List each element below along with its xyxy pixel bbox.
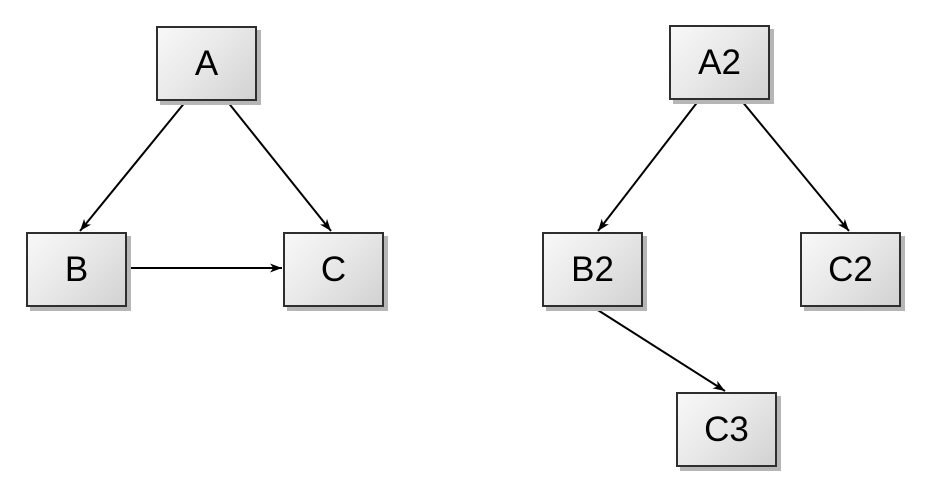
node-C[interactable]: C xyxy=(283,232,384,307)
node-C3[interactable]: C3 xyxy=(676,392,777,467)
node-C2[interactable]: C2 xyxy=(800,232,901,307)
edge-B2-C3[interactable] xyxy=(592,306,726,392)
node-B[interactable]: B xyxy=(26,232,127,307)
node-B2[interactable]: B2 xyxy=(542,232,643,307)
node-A2[interactable]: A2 xyxy=(669,25,770,100)
node-A[interactable]: A xyxy=(156,26,257,101)
node-C3-label: C3 xyxy=(704,410,749,449)
edge-A-C[interactable] xyxy=(226,100,332,232)
node-B2-label: B2 xyxy=(571,250,614,289)
edge-A-B[interactable] xyxy=(79,100,187,232)
edge-A2-C2[interactable] xyxy=(740,99,850,232)
edge-A2-B2[interactable] xyxy=(597,99,700,232)
node-C2-label: C2 xyxy=(828,250,873,289)
node-C-label: C xyxy=(320,250,347,289)
node-B-label: B xyxy=(64,250,89,289)
node-A2-label: A2 xyxy=(698,43,741,82)
node-A-label: A xyxy=(194,44,219,83)
